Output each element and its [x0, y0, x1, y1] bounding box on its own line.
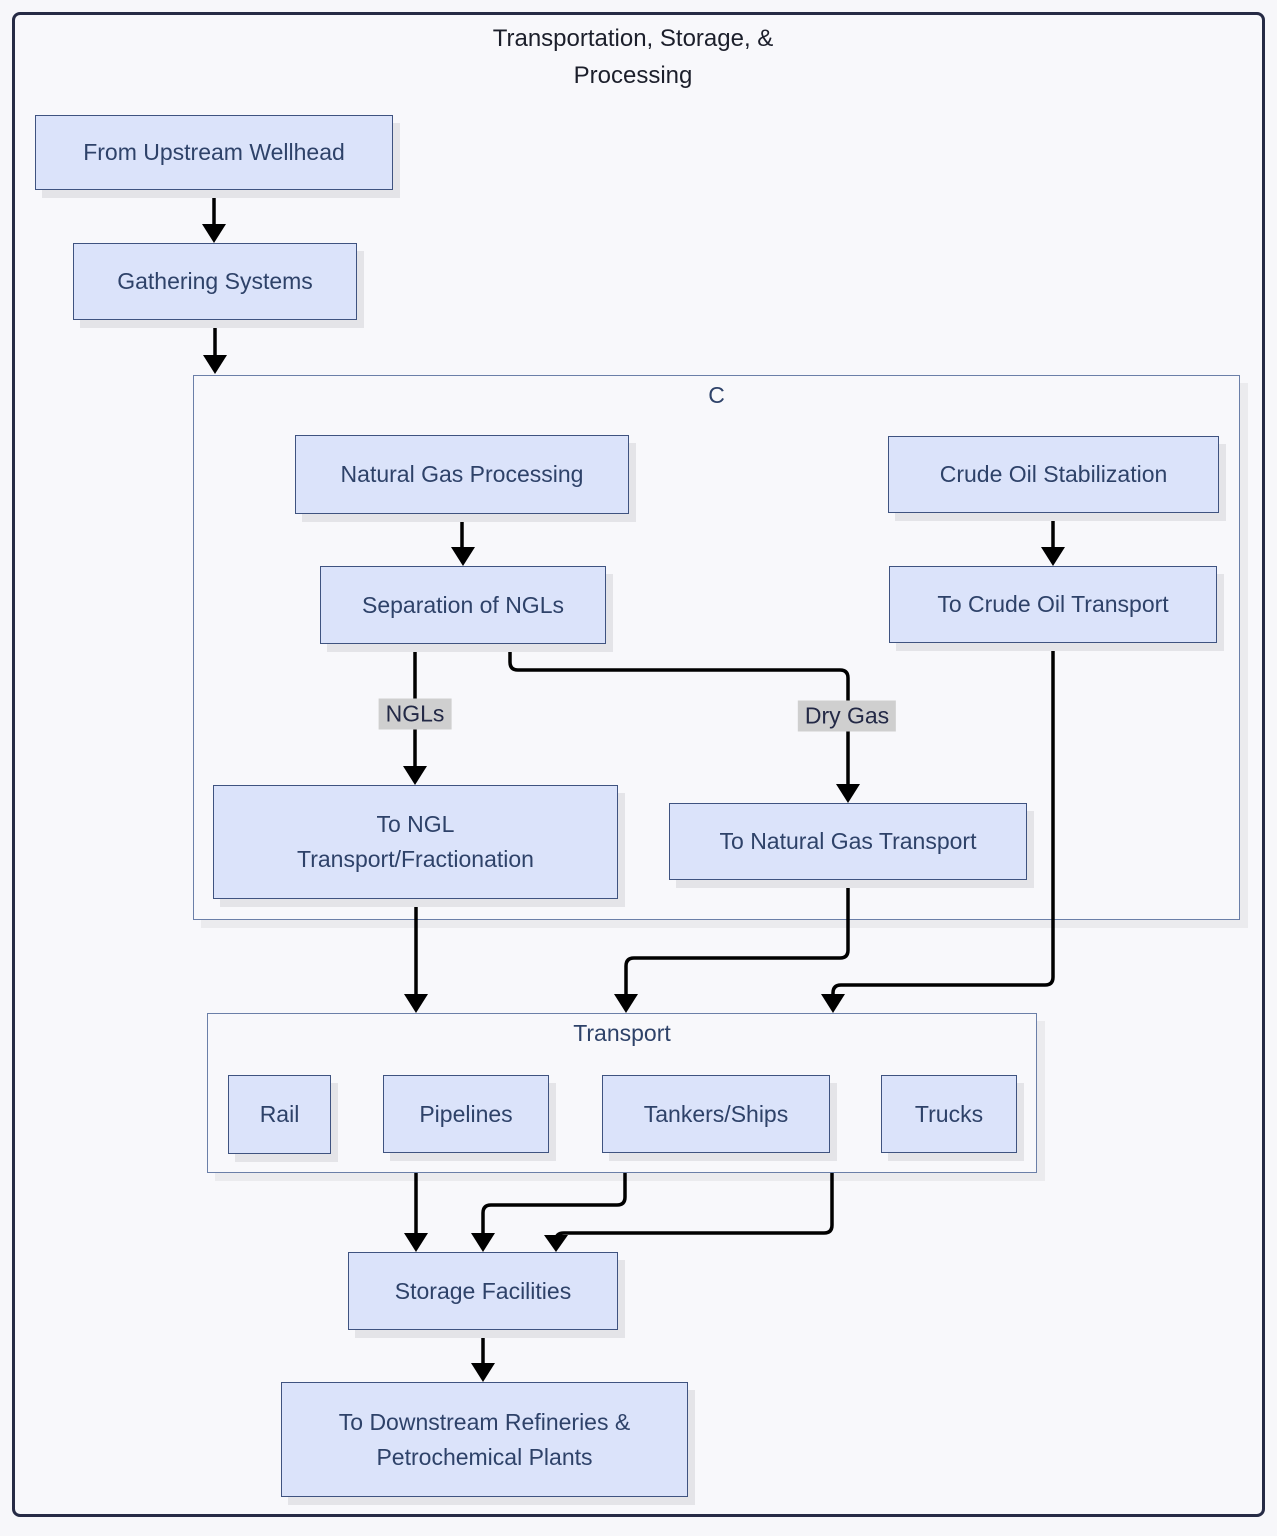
- diagram-title-line2: Processing: [573, 62, 693, 89]
- node-label: Tankers/Ships: [643, 1100, 789, 1127]
- edge-cot-to-transport: [831, 643, 1055, 999]
- arrowhead: [821, 994, 845, 1013]
- node-label: Separation of NGLs: [361, 591, 564, 618]
- node-natural-gas-processing: Natural Gas Processing: [295, 435, 629, 514]
- arrowhead: [404, 994, 428, 1013]
- node-to-crude-oil-transport: To Crude Oil Transport: [889, 566, 1217, 643]
- edge-transport-to-storage-3: [554, 1173, 834, 1241]
- node-label: To Crude Oil Transport: [937, 591, 1169, 617]
- node-label-line1: To NGL: [376, 811, 455, 837]
- node-label: Gathering Systems: [117, 268, 313, 294]
- arrowhead: [404, 1233, 428, 1252]
- node-label-line1: To Downstream Refineries &: [338, 1408, 631, 1435]
- diagram-title: Transportation, Storage, & Processing: [333, 20, 933, 94]
- arrowhead: [403, 766, 427, 785]
- arrowhead: [836, 784, 860, 803]
- node-tankers-ships: Tankers/Ships: [602, 1075, 830, 1153]
- arrowhead: [451, 547, 475, 566]
- node-to-ngl-transport-fractionation: To NGL Transport/Fractionation: [213, 785, 618, 899]
- diagram-title-line1: Transportation, Storage, &: [492, 25, 774, 52]
- subgraph-c-label: C: [708, 382, 725, 408]
- subgraph-transport-label: Transport: [573, 1020, 671, 1046]
- subgraph-c: C: [193, 375, 1240, 920]
- node-pipelines: Pipelines: [383, 1075, 549, 1153]
- edge-label-dry-gas: Dry Gas: [797, 700, 897, 732]
- edge-separation-to-ngt-drygas: [508, 644, 850, 789]
- node-to-downstream-refineries: To Downstream Refineries & Petrochemical…: [281, 1382, 688, 1497]
- node-rail: Rail: [228, 1075, 331, 1154]
- arrowhead: [544, 1235, 568, 1252]
- node-label: Pipelines: [419, 1100, 513, 1127]
- node-label: To Natural Gas Transport: [719, 828, 977, 854]
- subgraph-transport: Transport: [207, 1013, 1037, 1173]
- arrowhead: [614, 994, 638, 1013]
- node-label: Crude Oil Stabilization: [939, 461, 1168, 487]
- node-crude-oil-stabilization: Crude Oil Stabilization: [888, 436, 1219, 513]
- arrowhead: [471, 1363, 495, 1382]
- node-label-line2: Petrochemical Plants: [376, 1443, 593, 1470]
- arrowhead: [202, 224, 226, 243]
- node-label-line2: Transport/Fractionation: [297, 846, 534, 872]
- node-label: Trucks: [914, 1100, 984, 1127]
- node-label: Storage Facilities: [394, 1277, 572, 1304]
- node-label: Rail: [259, 1101, 300, 1127]
- edge-label-ngls: NGLs: [378, 698, 452, 730]
- arrowhead: [471, 1233, 495, 1252]
- node-label: Natural Gas Processing: [340, 461, 584, 487]
- node-from-upstream-wellhead: From Upstream Wellhead: [35, 115, 393, 190]
- node-separation-of-ngls: Separation of NGLs: [320, 566, 606, 644]
- edge-transport-to-storage-2: [481, 1173, 627, 1238]
- edge-ngt-to-transport: [624, 880, 850, 999]
- node-to-natural-gas-transport: To Natural Gas Transport: [669, 803, 1027, 880]
- node-gathering-systems: Gathering Systems: [73, 243, 357, 320]
- node-trucks: Trucks: [881, 1075, 1017, 1153]
- arrowhead: [1041, 547, 1065, 566]
- node-storage-facilities: Storage Facilities: [348, 1252, 618, 1330]
- node-label: From Upstream Wellhead: [83, 139, 345, 165]
- arrowhead: [203, 355, 227, 374]
